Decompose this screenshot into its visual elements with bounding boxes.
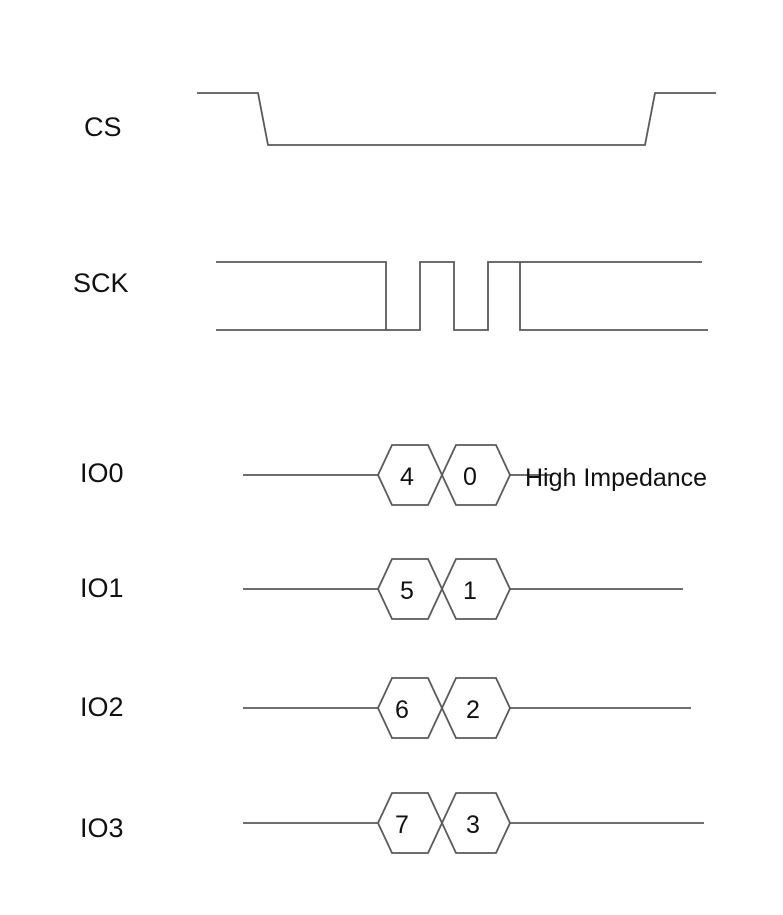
io2-waveform: 6 2 (243, 677, 691, 739)
io1-bit-high: 5 (400, 577, 414, 605)
signal-label-sck: SCK (73, 268, 129, 298)
cs-waveform (197, 92, 716, 146)
sck-waveform (216, 261, 708, 331)
io0-bit-low: 0 (463, 463, 477, 491)
io3-bit-low: 3 (466, 811, 480, 839)
signal-label-io3: IO3 (80, 813, 124, 843)
io3-bit-cell-high (377, 792, 443, 854)
signal-label-cs: CS (84, 112, 122, 142)
io2-bit-low: 2 (466, 696, 480, 724)
io3-bit-high: 7 (395, 811, 409, 839)
io0-waveform: 4 0 High Impedance (243, 444, 707, 506)
sck-high-rail (216, 261, 708, 331)
signal-label-io2: IO2 (80, 692, 124, 722)
signal-label-io1: IO1 (80, 573, 124, 603)
io2-bit-high: 6 (395, 696, 409, 724)
io0-bit-high: 4 (400, 463, 414, 491)
io1-waveform: 5 1 (243, 558, 683, 620)
io2-bit-cell-high (377, 677, 443, 739)
signal-label-io0: IO0 (80, 458, 124, 488)
high-impedance-label: High Impedance (525, 464, 707, 492)
io3-waveform: 7 3 (243, 792, 704, 854)
io1-bit-low: 1 (463, 577, 477, 605)
